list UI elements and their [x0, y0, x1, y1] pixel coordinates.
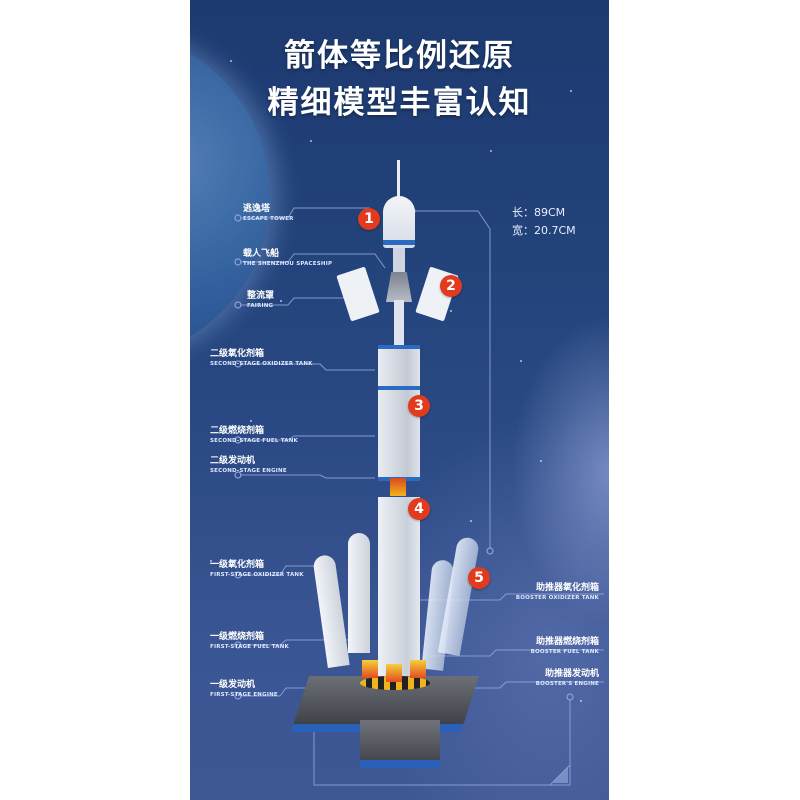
callout-badge-5: 5 — [468, 567, 490, 589]
dimensions: 长：89CM 宽：20.7CM — [512, 204, 576, 240]
product-image-panel: 箭体等比例还原 精细模型丰富认知 — [190, 0, 609, 800]
callout-badge-1: 1 — [358, 208, 380, 230]
label-second-stage-oxidizer-tank: 二级氧化剂箱 SECOND-STAGE OXIDIZER TANK — [210, 349, 313, 367]
callout-badge-4: 4 — [408, 498, 430, 520]
label-first-stage-engine: 一级发动机 FIRST-STAGE ENGINE — [210, 680, 278, 698]
label-second-stage-engine: 二级发动机 SECOND-STAGE ENGINE — [210, 456, 287, 474]
label-first-stage-oxidizer-tank: 一级氧化剂箱 FIRST-STAGE OXIDIZER TANK — [210, 560, 304, 578]
rocket-model-illustration — [190, 0, 609, 800]
headline-line-1: 箭体等比例还原 — [284, 38, 515, 74]
headline-line-2: 精细模型丰富认知 — [267, 85, 532, 121]
label-escape-tower: 逃逸塔 ESCAPE TOWER — [243, 204, 294, 222]
label-fairing: 整流罩 FAIRING — [247, 291, 275, 309]
callout-badge-2: 2 — [440, 275, 462, 297]
label-booster-oxidizer-tank: 助推器氧化剂箱 BOOSTER OXIDIZER TANK — [515, 583, 599, 601]
callout-badge-3: 3 — [408, 395, 430, 417]
width-value: 宽：20.7CM — [512, 224, 576, 237]
label-booster-engine: 助推器发动机 BOOSTER'S ENGINE — [535, 669, 599, 687]
label-shenzhou-spaceship: 载人飞船 THE SHENZHOU SPACESHIP — [243, 249, 333, 267]
label-first-stage-fuel-tank: 一级燃烧剂箱 FIRST-STAGE FUEL TANK — [210, 632, 290, 650]
length-value: 长：89CM — [512, 206, 566, 219]
label-second-stage-fuel-tank: 二级燃烧剂箱 SECOND-STAGE FUEL TANK — [210, 426, 298, 444]
label-booster-fuel-tank: 助推器燃烧剂箱 BOOSTER FUEL TANK — [530, 637, 599, 655]
